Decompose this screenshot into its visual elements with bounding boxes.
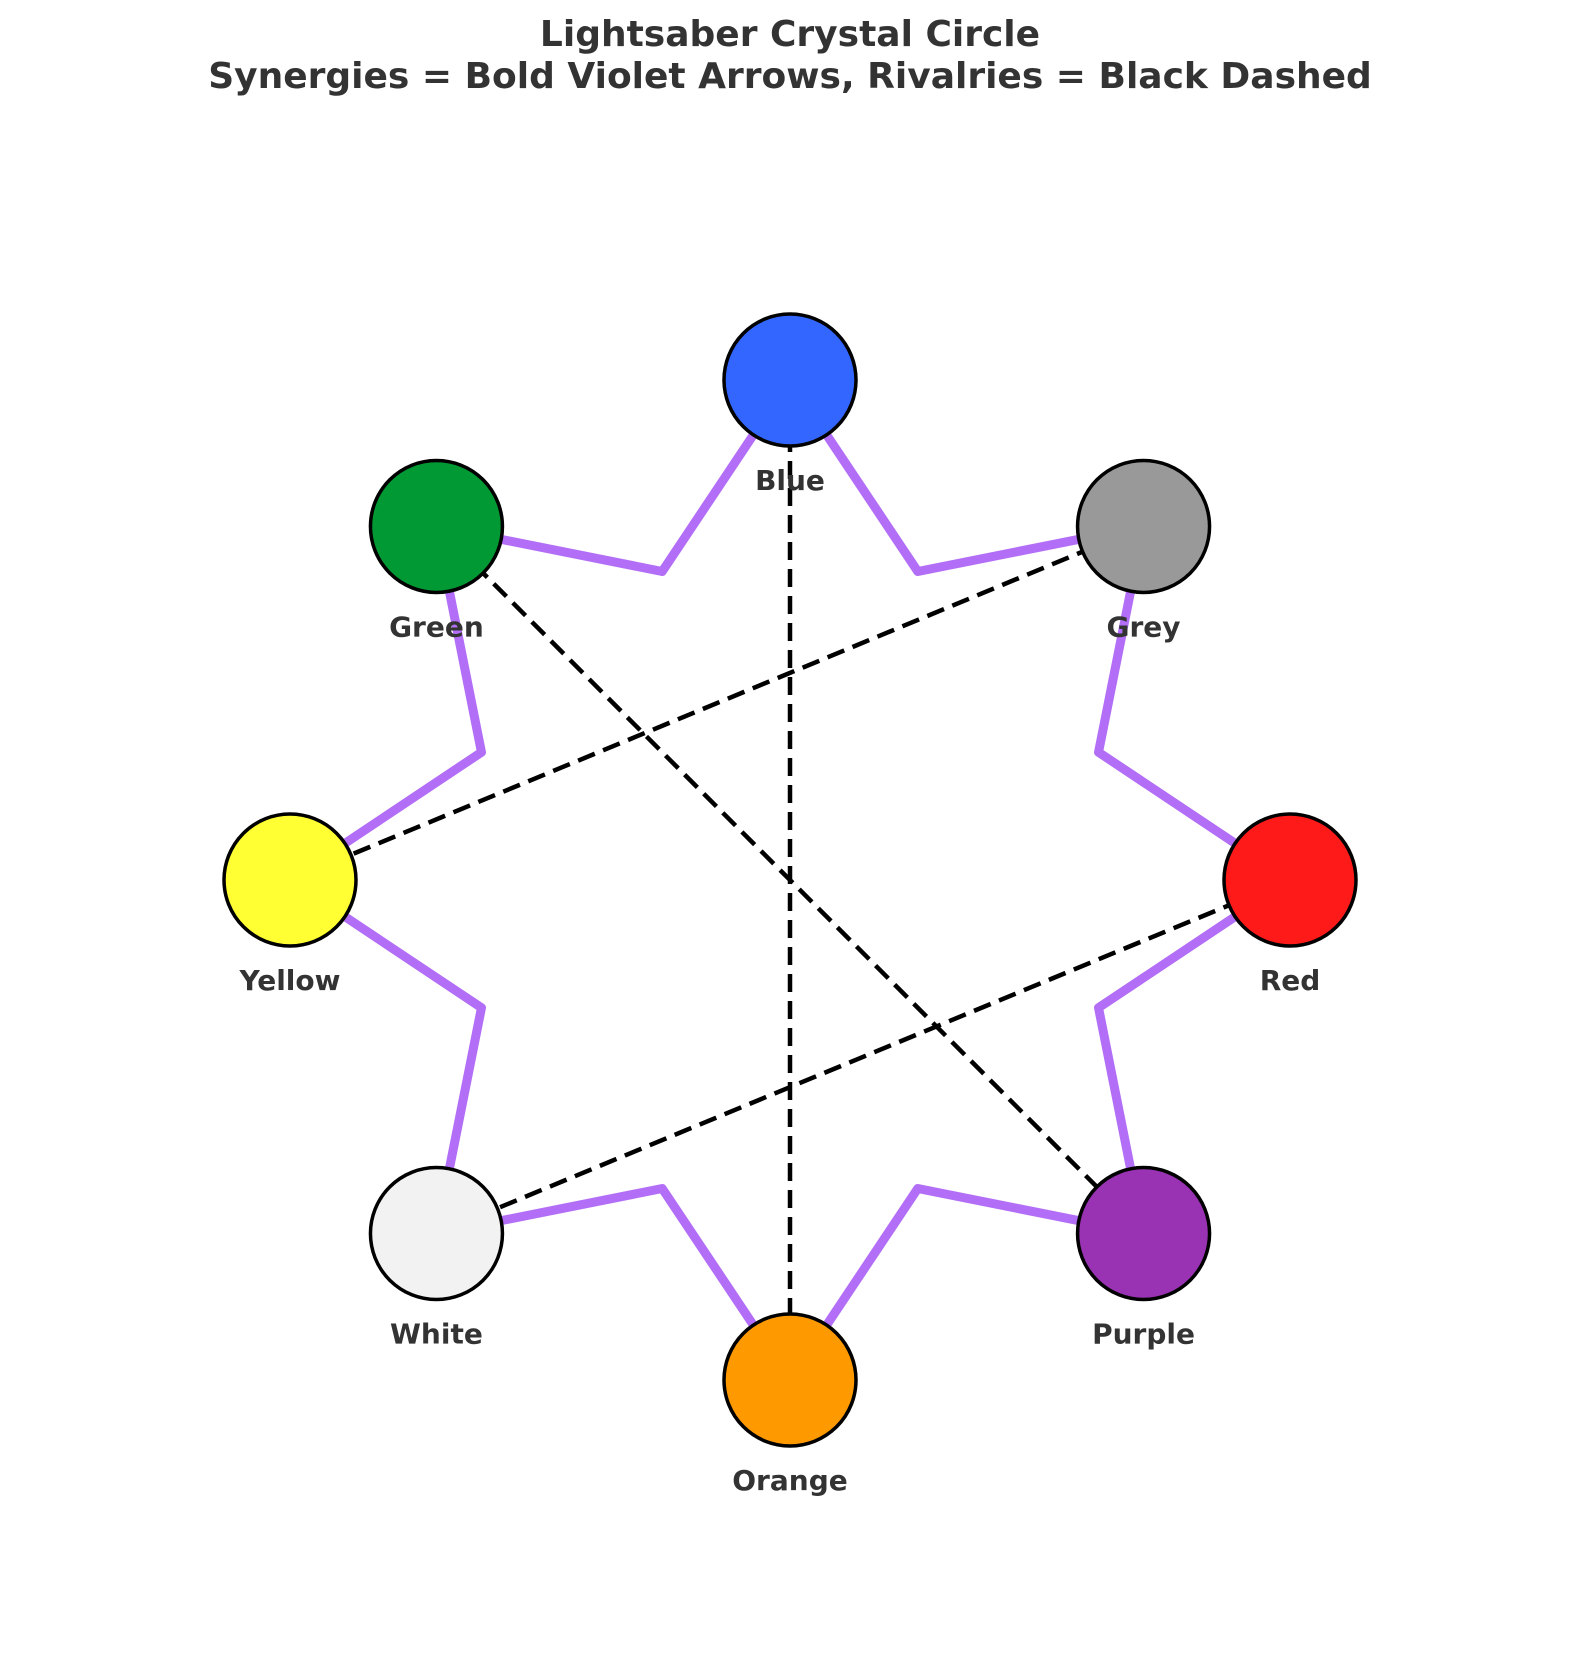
crystal-node-blue [722, 312, 858, 448]
node-label-red: Red [1260, 964, 1321, 997]
synergy-yellow-green [285, 521, 486, 885]
title-block: Lightsaber Crystal Circle Synergies = Bo… [0, 14, 1580, 98]
synergy-grey-red [1094, 521, 1295, 885]
node-label-grey: Grey [1107, 610, 1181, 643]
crystal-node-yellow [222, 812, 358, 948]
node-label-yellow: Yellow [239, 964, 341, 997]
synergy-layer [285, 375, 1295, 1385]
crystal-node-red [1222, 812, 1358, 948]
crystal-node-purple [1075, 1165, 1212, 1302]
synergy-red-purple [1094, 875, 1295, 1239]
node-label-green: Green [389, 610, 484, 643]
node-layer [222, 312, 1358, 1448]
crystal-node-orange [722, 1312, 858, 1448]
synergy-orange-white [431, 1184, 795, 1385]
rivalry-grey-yellow [289, 524, 1145, 883]
node-label-blue: Blue [755, 464, 825, 497]
crystal-node-white [368, 1165, 505, 1302]
node-label-orange: Orange [732, 1464, 847, 1497]
crystal-node-green [368, 458, 505, 595]
rivalry-red-white [435, 877, 1291, 1236]
node-label-purple: Purple [1092, 1318, 1195, 1351]
rivalry-green-purple [434, 524, 1146, 1236]
synergy-white-yellow [285, 875, 486, 1239]
node-label-white: White [390, 1318, 483, 1351]
diagram-subtitle: Synergies = Bold Violet Arrows, Rivalrie… [208, 56, 1372, 97]
synergy-green-blue [431, 375, 795, 576]
synergy-purple-orange [785, 1184, 1149, 1385]
rivalry-layer [289, 380, 1291, 1380]
crystal-node-grey [1075, 458, 1212, 595]
diagram-title: Lightsaber Crystal Circle [539, 14, 1041, 55]
synergy-blue-grey [785, 375, 1149, 576]
